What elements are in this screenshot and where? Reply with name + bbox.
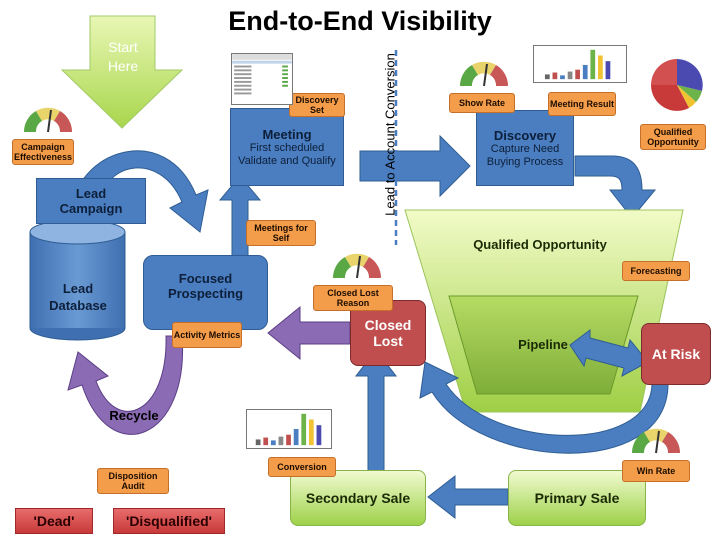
tag-disposition-audit[interactable]: Disposition Audit	[97, 468, 169, 494]
prospecting-to-meeting-arrow	[218, 175, 262, 257]
discovery-box[interactable]: Discovery Capture Need Buying Process	[476, 110, 574, 186]
meeting-box[interactable]: Meeting First scheduled Validate and Qua…	[230, 108, 344, 186]
meeting-to-discovery-arrow	[359, 134, 471, 198]
secondary-sale-box[interactable]: Secondary Sale	[290, 470, 426, 526]
qualified-opportunity-label: Qualified Opportunity	[473, 237, 607, 252]
tag-discovery-set[interactable]: Discovery Set	[289, 93, 345, 117]
tag-forecasting[interactable]: Forecasting	[622, 261, 690, 281]
at-risk-box[interactable]: At Risk	[641, 323, 711, 385]
table-thumbnail-icon	[231, 53, 293, 105]
gauge-icon	[459, 61, 509, 87]
closed-lost-to-prospecting-arrow	[267, 305, 351, 361]
discovery-line1: Capture Need	[490, 142, 560, 155]
lead-campaign-box[interactable]: Lead Campaign	[36, 178, 146, 224]
tag-show-rate[interactable]: Show Rate	[449, 93, 515, 113]
recycle-label: Recycle	[109, 408, 159, 423]
bar-chart-thumbnail-icon	[246, 409, 332, 449]
disqualified-badge: 'Disqualified'	[113, 508, 225, 534]
start-arrow	[60, 15, 184, 129]
tag-closed-lost-reason[interactable]: Closed Lost Reason	[313, 285, 393, 311]
tag-qualified-opportunity[interactable]: Qualified Opportunity	[640, 124, 706, 150]
lead-database-label: Lead Database	[49, 281, 107, 313]
closed-lost-box[interactable]: Closed Lost	[350, 300, 426, 366]
tag-win-rate[interactable]: Win Rate	[622, 460, 690, 482]
meeting-line2: Validate and Qualify	[238, 154, 336, 167]
dead-badge: 'Dead'	[15, 508, 93, 534]
primary-to-secondary-arrow	[427, 474, 509, 520]
campaign-to-prospecting-arrow	[69, 150, 209, 233]
pipeline-shape	[448, 295, 639, 395]
meeting-line1: First scheduled	[249, 141, 325, 154]
to-closed-lost-arrow	[354, 349, 398, 473]
start-here-label: Start Here	[107, 39, 139, 74]
focused-prospecting-box[interactable]: Focused Prospecting	[143, 255, 268, 330]
focused-prospecting-label: Focused Prospecting	[167, 270, 244, 301]
pipeline-label: Pipeline	[518, 337, 568, 352]
discovery-title: Discovery	[493, 127, 557, 143]
at-risk-return-arrow	[419, 361, 669, 454]
tag-meetings-for-self[interactable]: Meetings for Self	[246, 220, 316, 246]
pie-chart-thumbnail-icon	[651, 59, 703, 111]
tag-meeting-result[interactable]: Meeting Result	[548, 92, 616, 116]
lead-database-cylinder	[29, 219, 126, 341]
lead-campaign-label: Lead Campaign	[59, 186, 123, 216]
tag-conversion[interactable]: Conversion	[268, 457, 336, 477]
bar-chart-thumbnail-icon	[533, 45, 627, 83]
discovery-line2: Buying Process	[486, 155, 564, 168]
divider-label: Lead to Account Conversion	[382, 53, 398, 216]
secondary-sale-label: Secondary Sale	[305, 490, 411, 506]
at-risk-label: At Risk	[651, 346, 701, 362]
gauge-icon	[631, 428, 681, 454]
gauge-icon	[332, 253, 382, 279]
tag-activity-metrics[interactable]: Activity Metrics	[172, 322, 242, 348]
discovery-to-funnel-arrow	[574, 155, 657, 219]
meeting-title: Meeting	[262, 126, 312, 142]
page-title: End-to-End Visibility	[228, 6, 492, 36]
gauge-icon	[23, 107, 73, 133]
closed-lost-label: Closed Lost	[364, 317, 412, 349]
primary-sale-label: Primary Sale	[534, 490, 620, 506]
recycle-arrow	[67, 335, 184, 435]
tag-campaign-effectiveness[interactable]: Campaign Effectiveness	[12, 139, 74, 165]
